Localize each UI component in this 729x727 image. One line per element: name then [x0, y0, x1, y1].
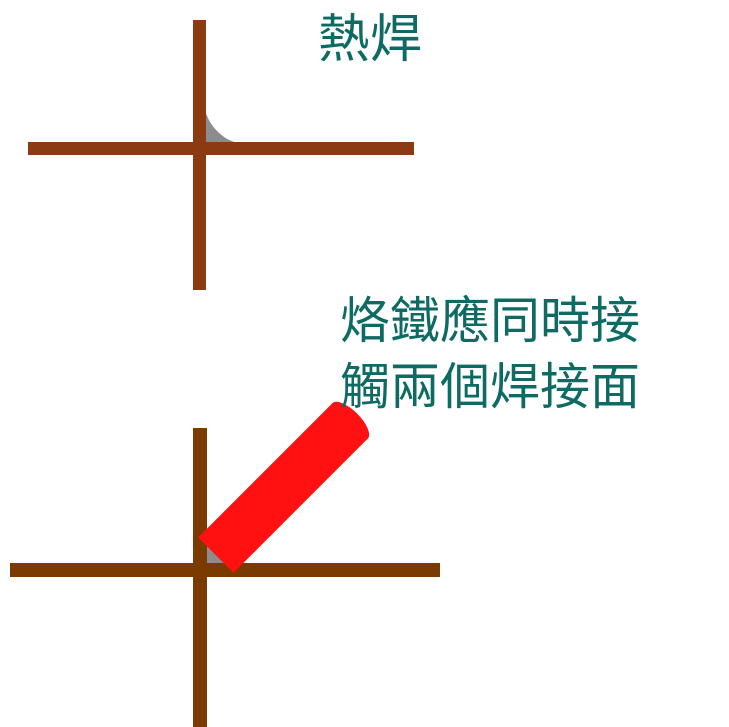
- wire-vertical-bottom: [193, 428, 207, 727]
- diagram-title: 熱焊: [318, 10, 423, 70]
- solder-fillet-top: [205, 110, 238, 143]
- soldering-iron: [198, 401, 370, 573]
- caption-line-1: 烙鐵應同時接: [340, 292, 640, 350]
- wire-horizontal-bottom: [10, 563, 440, 577]
- solder-fillet-bottom: [206, 528, 242, 564]
- wire-horizontal-top: [28, 142, 414, 155]
- caption-line-2: 觸兩個焊接面: [340, 358, 640, 416]
- diagram-caption: 烙鐵應同時接 觸兩個焊接面: [340, 288, 640, 420]
